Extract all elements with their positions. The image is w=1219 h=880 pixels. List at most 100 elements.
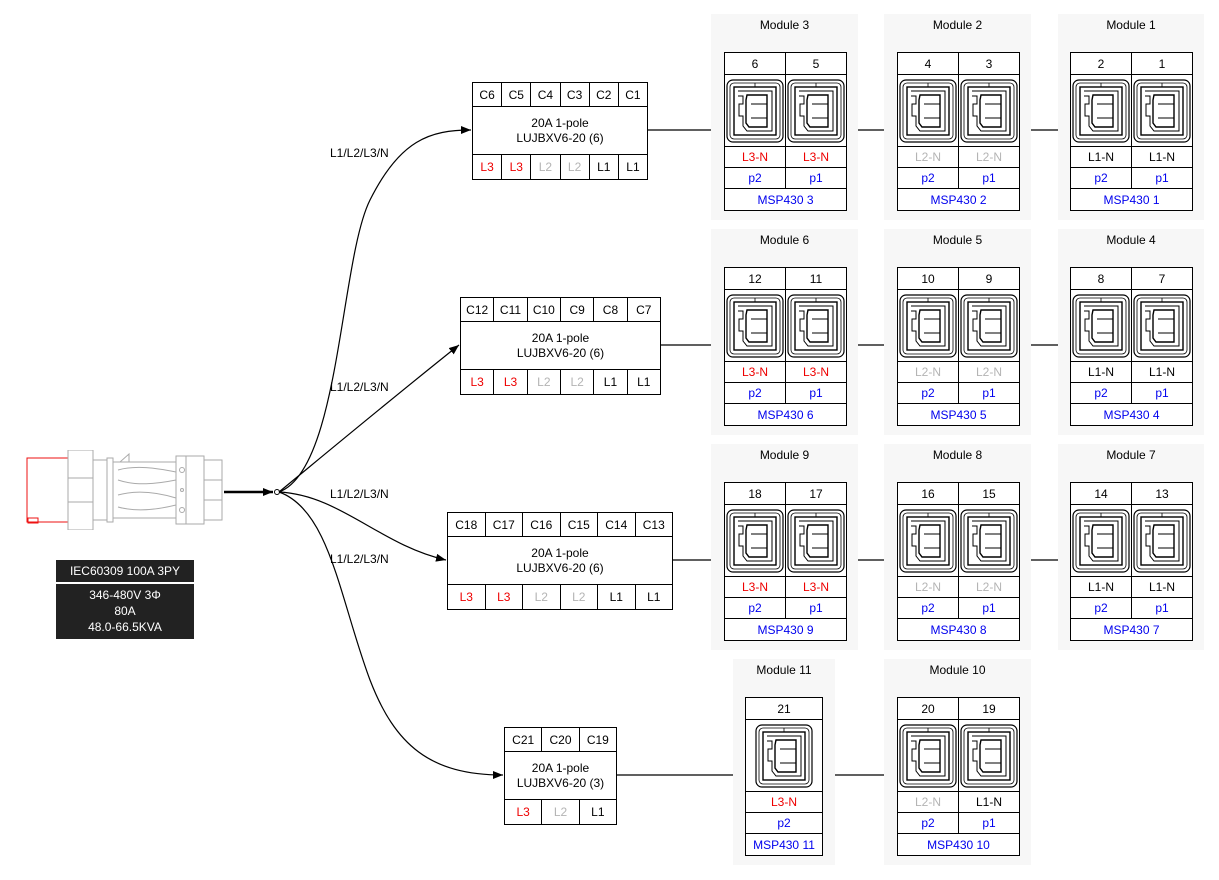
controller-link[interactable]: MSP430 1 <box>1103 192 1160 207</box>
phase-label: L1 <box>590 155 619 179</box>
phase-label: L2 <box>528 370 561 394</box>
edge-label-3: L1/L2/L3/N <box>330 487 389 501</box>
phase-label: L2 <box>561 370 595 394</box>
outlet-port-link[interactable]: p1 <box>982 601 996 615</box>
outlet-line: L1-N <box>1148 365 1175 379</box>
outlet-port-row: p2 p1 <box>898 813 1019 834</box>
circuit-label: C4 <box>531 83 561 106</box>
outlet-port-link[interactable]: p2 <box>898 813 959 833</box>
outlet-socket-icon[interactable] <box>1132 75 1192 146</box>
outlet-socket-icon[interactable] <box>1132 505 1192 576</box>
outlet-port-link[interactable]: p1 <box>982 386 996 400</box>
outlet-socket-icon[interactable] <box>898 75 959 146</box>
outlet-socket-icon[interactable] <box>725 505 786 576</box>
controller-link[interactable]: MSP430 8 <box>930 622 987 637</box>
outlet-port-link[interactable]: p2 <box>725 383 786 403</box>
outlet-port-link[interactable]: p2 <box>725 168 786 188</box>
edge-label-2: L1/L2/L3/N <box>330 380 389 394</box>
outlet-icon-row <box>725 75 846 147</box>
outlet-socket-icon[interactable] <box>1071 75 1132 146</box>
outlet-socket-icon[interactable] <box>786 505 846 576</box>
controller-link[interactable]: MSP430 5 <box>930 407 987 422</box>
controller-row: MSP430 11 <box>746 834 822 855</box>
module-title: Module 1 <box>1106 18 1156 32</box>
outlet-port-link[interactable]: p1 <box>809 601 823 615</box>
module-title: Module 6 <box>759 233 810 247</box>
outlet-port-link[interactable]: p2 <box>725 598 786 618</box>
outlet-port-link[interactable]: p2 <box>777 816 791 830</box>
controller-link[interactable]: MSP430 4 <box>1103 407 1160 422</box>
outlet-socket-icon[interactable] <box>1132 290 1192 361</box>
controller-link[interactable]: MSP430 7 <box>1103 622 1160 637</box>
outlet-socket-icon[interactable] <box>959 505 1019 576</box>
outlet-number: 2 <box>1071 53 1132 74</box>
outlet-number-row: 21 <box>746 698 822 720</box>
outlet-socket-icon[interactable] <box>1071 505 1132 576</box>
outlet-port-link[interactable]: p2 <box>898 168 959 188</box>
outlet-line: L3-N <box>725 577 786 597</box>
outlet-socket-icon[interactable] <box>725 290 786 361</box>
breaker-rating: 20A 1-pole <box>531 545 589 560</box>
phase-label: L1 <box>598 585 636 609</box>
circuit-label: C15 <box>561 513 598 536</box>
breaker-rating: 20A 1-pole <box>531 760 590 775</box>
outlet-port-link[interactable]: p2 <box>898 383 959 403</box>
outlet-line: L1-N <box>1071 362 1132 382</box>
circuit-label: C6 <box>473 83 503 106</box>
outlet-socket-icon[interactable] <box>746 720 822 791</box>
outlet-socket-icon[interactable] <box>725 75 786 146</box>
phase-label: L3 <box>461 370 495 394</box>
breaker-model: LUJBXV6-20 (6) <box>516 130 604 145</box>
controller-link[interactable]: MSP430 2 <box>930 192 987 207</box>
outlet-socket-icon[interactable] <box>786 75 846 146</box>
controller-link[interactable]: MSP430 6 <box>757 407 814 422</box>
outlet-port-link[interactable]: p2 <box>1071 598 1132 618</box>
outlet-socket-icon[interactable] <box>1071 290 1132 361</box>
breaker-model: LUJBXV6-20 (6) <box>516 560 604 575</box>
iec60309-plug-icon <box>26 450 223 530</box>
outlet-port-link[interactable]: p2 <box>898 598 959 618</box>
outlet-port-link[interactable]: p2 <box>1071 383 1132 403</box>
phase-label: L1 <box>647 590 661 604</box>
outlet-number: 14 <box>1071 483 1132 504</box>
outlet-line: L1-N <box>975 795 1002 809</box>
circuit-label: C2 <box>590 83 619 106</box>
controller-link[interactable]: MSP430 11 <box>753 837 815 852</box>
outlet-line: L3-N <box>802 365 829 379</box>
outlet-socket-icon[interactable] <box>898 505 959 576</box>
controller-row: MSP430 4 <box>1071 404 1192 425</box>
controller-link[interactable]: MSP430 10 <box>927 837 990 852</box>
outlet-port-link[interactable]: p1 <box>1155 601 1169 615</box>
controller-row: MSP430 8 <box>898 619 1019 640</box>
outlet-port-link[interactable]: p1 <box>809 386 823 400</box>
breaker-rating: 20A 1-pole <box>531 330 590 345</box>
outlet-socket-icon[interactable] <box>959 75 1019 146</box>
outlet-icon-row <box>898 505 1019 577</box>
controller-link[interactable]: MSP430 9 <box>757 622 814 637</box>
outlet-socket-icon[interactable] <box>959 720 1019 791</box>
outlet-port-link[interactable]: p1 <box>1155 171 1169 185</box>
outlet-port-link[interactable]: p2 <box>1071 168 1132 188</box>
outlet-port-link[interactable]: p1 <box>809 171 823 185</box>
outlet-socket-icon[interactable] <box>959 290 1019 361</box>
controller-link[interactable]: MSP430 3 <box>757 192 814 207</box>
outlet-socket-icon[interactable] <box>786 290 846 361</box>
phase-label: L3 <box>505 800 543 824</box>
outlet-port-link[interactable]: p1 <box>982 171 996 185</box>
outlet-line: L2-N <box>898 362 959 382</box>
circuit-label: C5 <box>502 83 532 106</box>
phase-label: L3 <box>494 370 528 394</box>
controller-row: MSP430 2 <box>898 189 1019 210</box>
circuit-label: C21 <box>505 728 543 751</box>
outlet-port-link[interactable]: p1 <box>1155 386 1169 400</box>
edge-to-breaker-1 <box>278 126 472 493</box>
outlet-socket-icon[interactable] <box>898 720 959 791</box>
outlet-socket-icon[interactable] <box>898 290 959 361</box>
outlet-port-link[interactable]: p1 <box>982 816 996 830</box>
